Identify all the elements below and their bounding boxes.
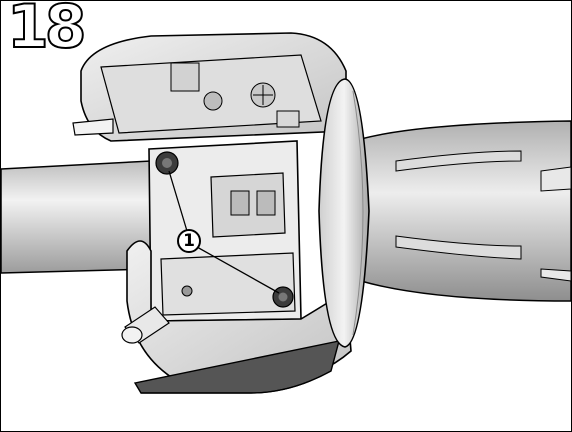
internal-pin [203, 91, 223, 111]
flange-highlight [352, 90, 364, 336]
grip-flange [318, 78, 370, 348]
screw-upper [155, 151, 179, 175]
internal-block-a [170, 62, 200, 92]
step-number: 18 [6, 0, 87, 62]
lower-toggle-stem [121, 306, 170, 344]
logo-emblem-cross [253, 85, 273, 105]
grip-ridge-end [540, 166, 571, 192]
callout-label: 1 [177, 229, 201, 253]
grip-ridge-end-lower [540, 268, 571, 282]
module-lower-section [160, 252, 296, 316]
callout-leader-lower [196, 246, 280, 294]
switch-housing-lower [126, 240, 352, 382]
handle-grip [360, 120, 571, 302]
callout-leader-upper [168, 170, 188, 232]
module-rivet [181, 285, 193, 297]
lower-cover-edge [141, 370, 332, 394]
grip-ridge-lower [395, 235, 522, 260]
internal-block-b [276, 110, 300, 128]
housing-tab [72, 118, 114, 136]
module-connector-a [230, 190, 250, 216]
module-connector-b [256, 190, 276, 216]
grip-ridge-upper [395, 150, 522, 172]
screw-lower [272, 286, 294, 308]
